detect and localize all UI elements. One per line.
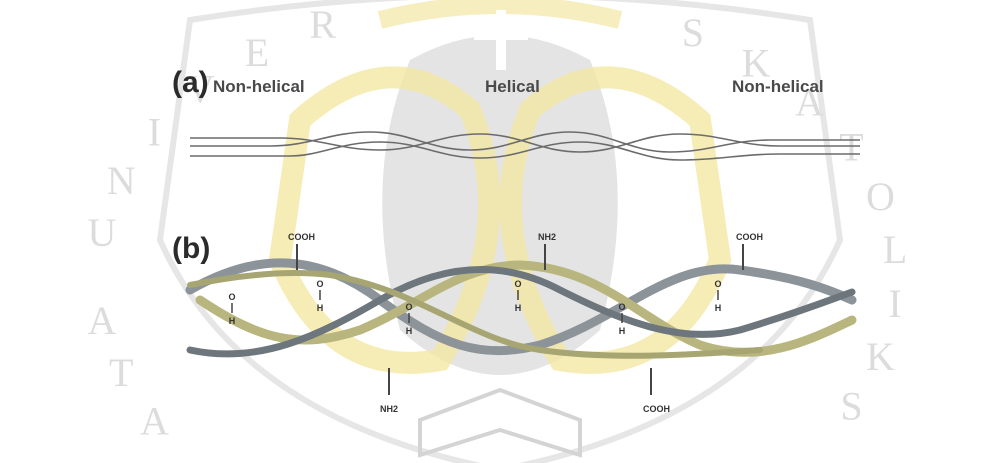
watermark-book-icon — [420, 390, 580, 455]
watermark-letter: E — [245, 30, 269, 75]
group-nh2-bottom: NH2 — [380, 404, 398, 414]
bond-o-label: O — [714, 279, 721, 289]
watermark-letter: T — [109, 350, 133, 395]
region-label-right: Non-helical — [732, 77, 824, 96]
watermark-letter: O — [866, 174, 895, 219]
watermark-letter: A — [140, 399, 169, 444]
hydrogen-bond: OH — [714, 279, 721, 313]
watermark-letter: I — [148, 110, 161, 155]
watermark-letter: U — [87, 210, 116, 255]
watermark-letter: I — [888, 281, 901, 326]
watermark-letter: K — [866, 334, 895, 379]
watermark-letter: A — [87, 298, 116, 343]
bond-h-label: H — [715, 303, 722, 313]
group-cooh-bottom: COOH — [643, 404, 670, 414]
bond-h-label: H — [317, 303, 324, 313]
panel-a-label: (a) — [172, 66, 209, 99]
bond-o-label: O — [228, 292, 235, 302]
hydrogen-bond: OH — [228, 292, 235, 326]
bond-h-label: H — [406, 326, 413, 336]
watermark-letter: S — [840, 384, 862, 429]
bond-h-label: H — [515, 303, 522, 313]
watermark-letter: N — [107, 158, 136, 203]
bond-o-label: O — [514, 279, 521, 289]
bond-h-label: H — [229, 316, 236, 326]
bond-h-label: H — [619, 326, 626, 336]
watermark-letter: T — [839, 124, 863, 169]
hydrogen-bond: OH — [316, 279, 323, 313]
bond-o-label: O — [618, 302, 625, 312]
group-nh2-top: NH2 — [538, 232, 556, 242]
group-cooh-top-right: COOH — [736, 232, 763, 242]
watermark-letter: L — [883, 227, 907, 272]
watermark-letter: S — [682, 10, 704, 55]
bond-o-label: O — [405, 302, 412, 312]
panel-b-label: (b) — [172, 232, 210, 265]
region-label-left: Non-helical — [213, 77, 305, 96]
region-label-center: Helical — [485, 77, 540, 96]
group-cooh-top-left: COOH — [288, 232, 315, 242]
bond-o-label: O — [316, 279, 323, 289]
watermark-letter: R — [309, 2, 336, 47]
